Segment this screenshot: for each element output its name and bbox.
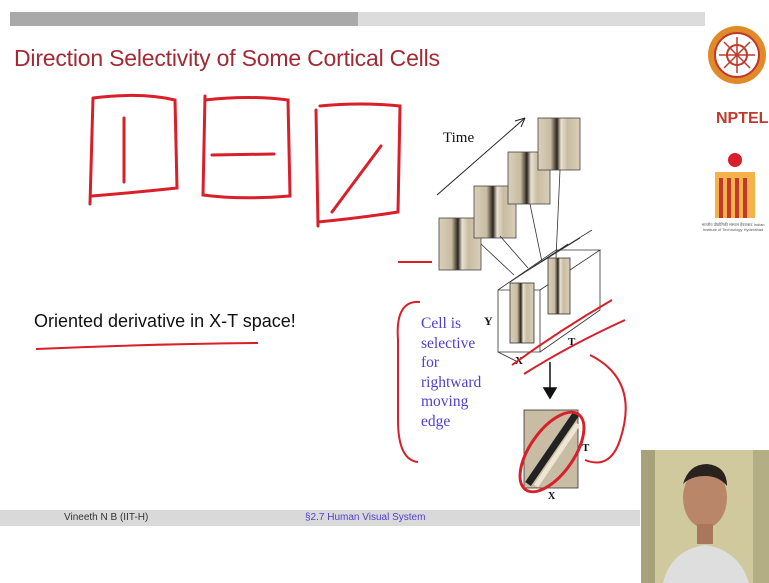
- frame-connectors: [480, 169, 561, 276]
- footer-author: Vineeth N B (IIT-H): [64, 512, 149, 523]
- underline-stroke: [35, 342, 259, 350]
- cell-note-line: rightward: [421, 373, 482, 391]
- cell-note-line: moving: [421, 393, 469, 410]
- down-arrow: [542, 362, 558, 400]
- cell-note-line: for: [421, 354, 440, 371]
- footer-bar: [0, 510, 640, 526]
- xt-zoom-patch: [518, 354, 627, 494]
- webcam-subject: [641, 450, 769, 583]
- cube-annotation: [396, 299, 626, 463]
- nptel-logo-icon: [708, 26, 766, 84]
- cell-note: Cell is selective for rightward moving e…: [421, 314, 501, 431]
- iith-logo-icon: [715, 153, 755, 218]
- gabor-frames: [438, 117, 581, 271]
- axis-y-label: Y: [484, 314, 493, 328]
- progress-bar-fill: [10, 12, 358, 26]
- time-label: Time: [443, 130, 475, 146]
- footer-section: §2.7 Human Visual System: [305, 512, 426, 523]
- iith-logo-caption: भारतीय प्रौद्योगिकी संस्थान हैदराबाद Ind…: [701, 222, 765, 232]
- zoom-axis-x-label: X: [548, 491, 556, 502]
- zoom-axis-t-label: T: [582, 442, 590, 454]
- cell-note-line: selective: [421, 334, 476, 352]
- sketch-horizontal-box: [201, 94, 292, 200]
- axis-t-label: T: [568, 336, 576, 348]
- slide-title: Direction Selectivity of Some Cortical C…: [14, 45, 440, 71]
- cell-note-line: edge: [421, 412, 451, 430]
- time-arrow: [436, 117, 526, 196]
- xt-cube: [497, 229, 602, 363]
- progress-bar: [10, 12, 705, 26]
- nptel-logo-text: NPTEL: [716, 110, 769, 127]
- body-text: Oriented derivative in X-T space!: [34, 311, 296, 331]
- sketch-diagonal-box: [314, 102, 402, 228]
- sketch-vertical-box: [88, 93, 179, 206]
- cell-note-line: Cell is: [421, 315, 462, 332]
